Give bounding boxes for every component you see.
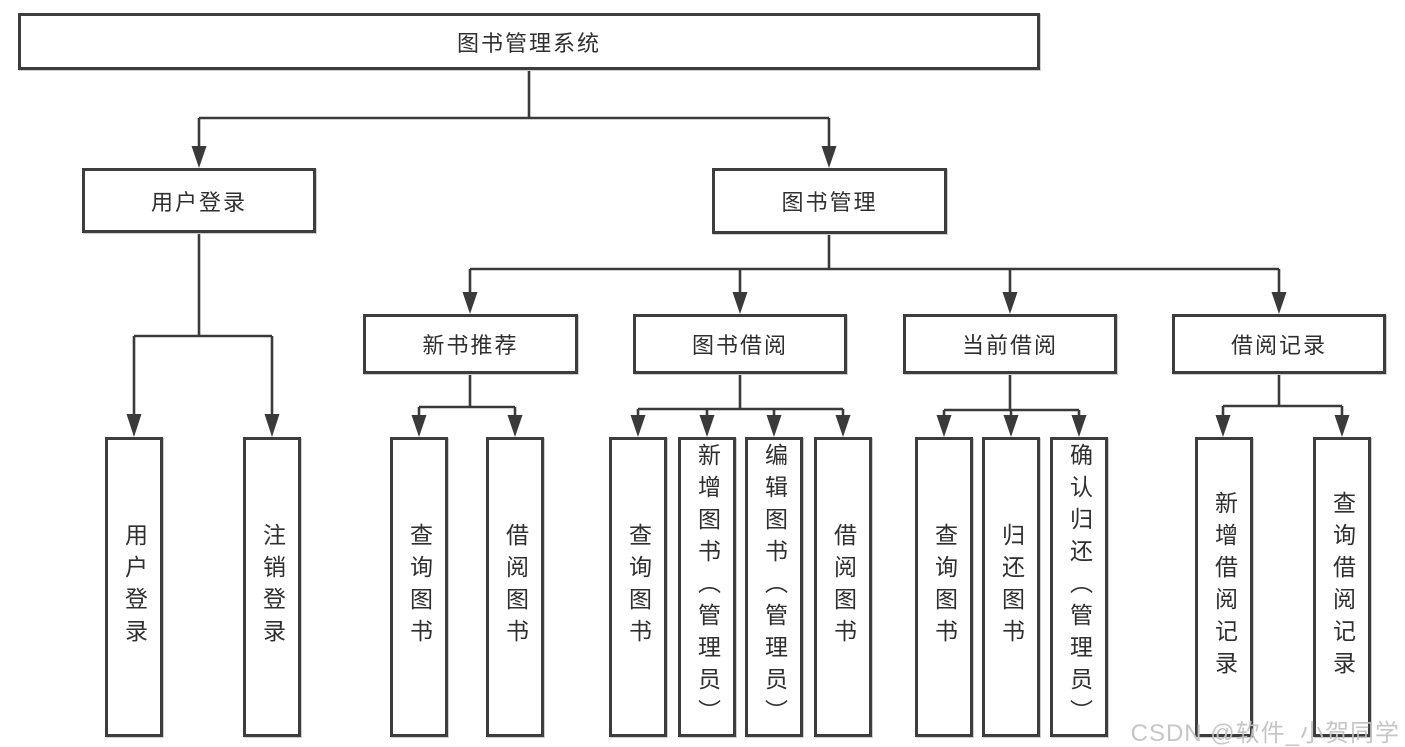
node-root: 图书管理系统 xyxy=(18,13,1040,70)
leaf-cb-confirm-return: 确认归还（管理员） xyxy=(1050,437,1108,737)
node-book-management: 图书管理 xyxy=(712,168,947,234)
leaf-nb-query-books-label: 查询图书 xyxy=(406,523,433,651)
node-current-borrowing-label: 当前借阅 xyxy=(961,333,1058,358)
leaf-bb-query-books-label: 查询图书 xyxy=(625,523,652,651)
leaf-br-query-record-label: 查询借阅记录 xyxy=(1329,491,1356,683)
leaf-nb-borrow-books-label: 借阅图书 xyxy=(502,523,529,651)
leaf-cb-confirm-return-label: 确认归还（管理员） xyxy=(1066,443,1093,731)
connector-new-book-to-leaves xyxy=(411,374,523,437)
leaf-logout: 注销登录 xyxy=(243,437,301,737)
leaf-br-query-record: 查询借阅记录 xyxy=(1313,437,1371,737)
csdn-watermark: CSDN @软件_小贺同学 xyxy=(1130,720,1400,747)
node-root-label: 图书管理系统 xyxy=(456,30,601,56)
leaf-bb-add-books: 新增图书（管理员） xyxy=(678,437,736,737)
leaf-cb-return-books: 归还图书 xyxy=(982,437,1040,737)
leaf-cb-query-books-label: 查询图书 xyxy=(931,523,958,651)
leaf-logout-label: 注销登录 xyxy=(259,523,286,651)
node-borrowing-records: 借阅记录 xyxy=(1172,314,1386,374)
leaf-user-login-label: 用户登录 xyxy=(121,523,148,651)
node-borrowing-records-label: 借阅记录 xyxy=(1230,333,1327,358)
leaf-bb-query-books: 查询图书 xyxy=(609,437,667,737)
leaf-nb-query-books: 查询图书 xyxy=(390,437,448,737)
connector-user-login-to-leaves xyxy=(126,233,280,437)
leaf-bb-edit-books-label: 编辑图书（管理员） xyxy=(761,443,788,731)
node-book-borrowing: 图书借阅 xyxy=(633,314,847,374)
node-new-book-recommend-label: 新书推荐 xyxy=(422,333,519,358)
node-book-management-label: 图书管理 xyxy=(781,190,878,215)
connector-root-to-level2 xyxy=(191,70,837,168)
leaf-bb-borrow-books-label: 借阅图书 xyxy=(830,523,857,651)
node-book-borrowing-label: 图书借阅 xyxy=(691,333,788,358)
leaf-cb-return-books-label: 归还图书 xyxy=(998,523,1025,651)
node-user-login-label: 用户登录 xyxy=(150,189,247,215)
node-user-login: 用户登录 xyxy=(82,168,316,233)
leaf-nb-borrow-books: 借阅图书 xyxy=(486,437,544,737)
connector-book-management-to-level3 xyxy=(462,234,1287,314)
leaf-cb-query-books: 查询图书 xyxy=(915,437,973,737)
node-current-borrowing: 当前借阅 xyxy=(903,314,1117,374)
node-new-book-recommend: 新书推荐 xyxy=(363,314,578,374)
connector-book-borrowing-to-leaves xyxy=(630,374,851,437)
leaf-br-add-record: 新增借阅记录 xyxy=(1195,437,1253,737)
connector-current-borrowing-to-leaves xyxy=(936,374,1087,437)
leaf-user-login: 用户登录 xyxy=(105,437,163,737)
leaf-bb-borrow-books: 借阅图书 xyxy=(814,437,872,737)
leaf-br-add-record-label: 新增借阅记录 xyxy=(1211,491,1238,683)
connector-borrowing-records-to-leaves xyxy=(1215,374,1350,437)
leaf-bb-edit-books: 编辑图书（管理员） xyxy=(745,437,803,737)
leaf-bb-add-books-label: 新增图书（管理员） xyxy=(694,443,721,731)
